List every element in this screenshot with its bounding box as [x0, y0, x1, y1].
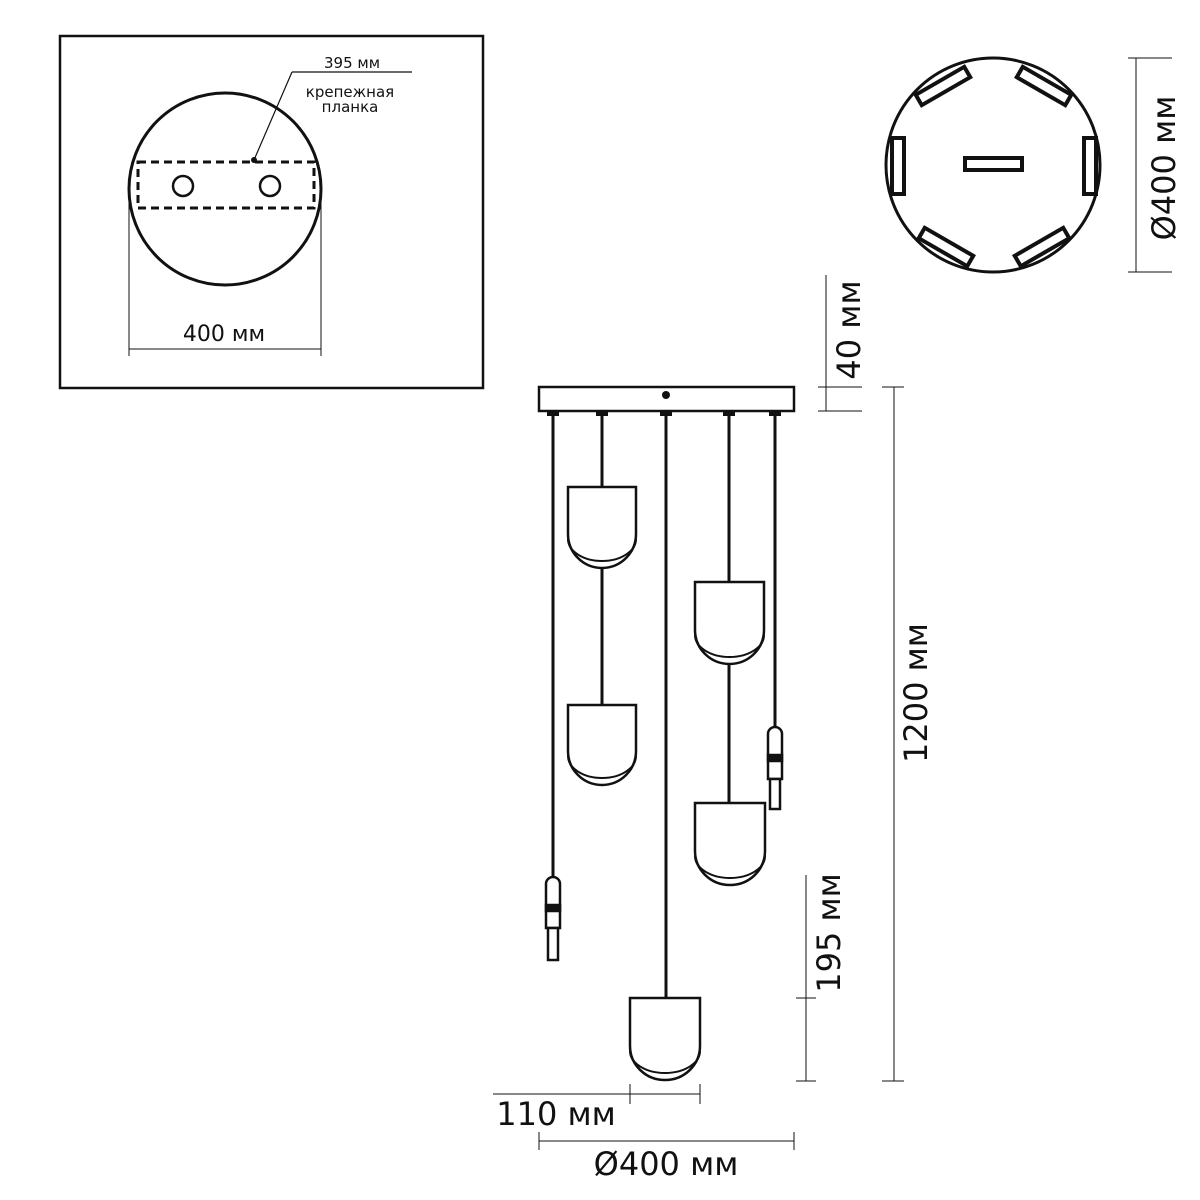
canopy-screw: [662, 391, 670, 399]
top-view-circle: [884, 56, 1102, 274]
slot-lower-left: [916, 225, 976, 269]
cord-caps: [547, 410, 781, 416]
shades: [566, 485, 767, 1082]
slot-length-label: 395 мм: [324, 54, 380, 72]
shade-width-label: 110 мм: [496, 1095, 616, 1133]
bulb-left: [544, 875, 562, 962]
mount-diameter-label: 400 мм: [183, 322, 265, 347]
canopy-circle: [127, 91, 323, 287]
shade-height-label: 195 мм: [810, 873, 848, 993]
plate-leader-dot: [251, 157, 257, 163]
bulb-right: [766, 725, 784, 811]
bulbs: [544, 725, 784, 962]
mount-view-frame: [58, 34, 485, 390]
mount-hole-right: [258, 174, 282, 198]
canopy-bar: [537, 385, 796, 413]
side-view: 40 мм 1200 мм 195 мм: [493, 275, 935, 1183]
plate-label-line2: планка: [322, 98, 379, 116]
base-diameter-label: Ø400 мм: [594, 1145, 739, 1183]
slot-lower-right: [1012, 225, 1072, 269]
mount-view: 395 мм крепежная планка 400 мм: [58, 34, 485, 390]
shade-3: [693, 580, 766, 666]
mounting-plate-dashed: [136, 160, 316, 210]
plate-leader-diagonal: [253, 71, 293, 161]
top-view-slots: [890, 64, 1098, 269]
top-view: Ø400 мм: [884, 56, 1183, 274]
slot-left: [890, 136, 906, 196]
slot-upper-left: [913, 64, 973, 108]
slot-right: [1082, 136, 1098, 196]
top-diameter-label: Ø400 мм: [1145, 96, 1183, 241]
mount-hole-left: [171, 174, 195, 198]
shade-5: [628, 996, 702, 1082]
slot-center: [963, 156, 1024, 172]
total-height-label: 1200 мм: [897, 623, 935, 763]
canopy-height-label: 40 мм: [830, 280, 868, 379]
shade-1: [566, 485, 638, 570]
shade-2: [566, 703, 638, 787]
slot-upper-right: [1014, 64, 1074, 108]
plate-label-line1: крепежная: [306, 83, 394, 101]
shade-4: [693, 801, 767, 887]
